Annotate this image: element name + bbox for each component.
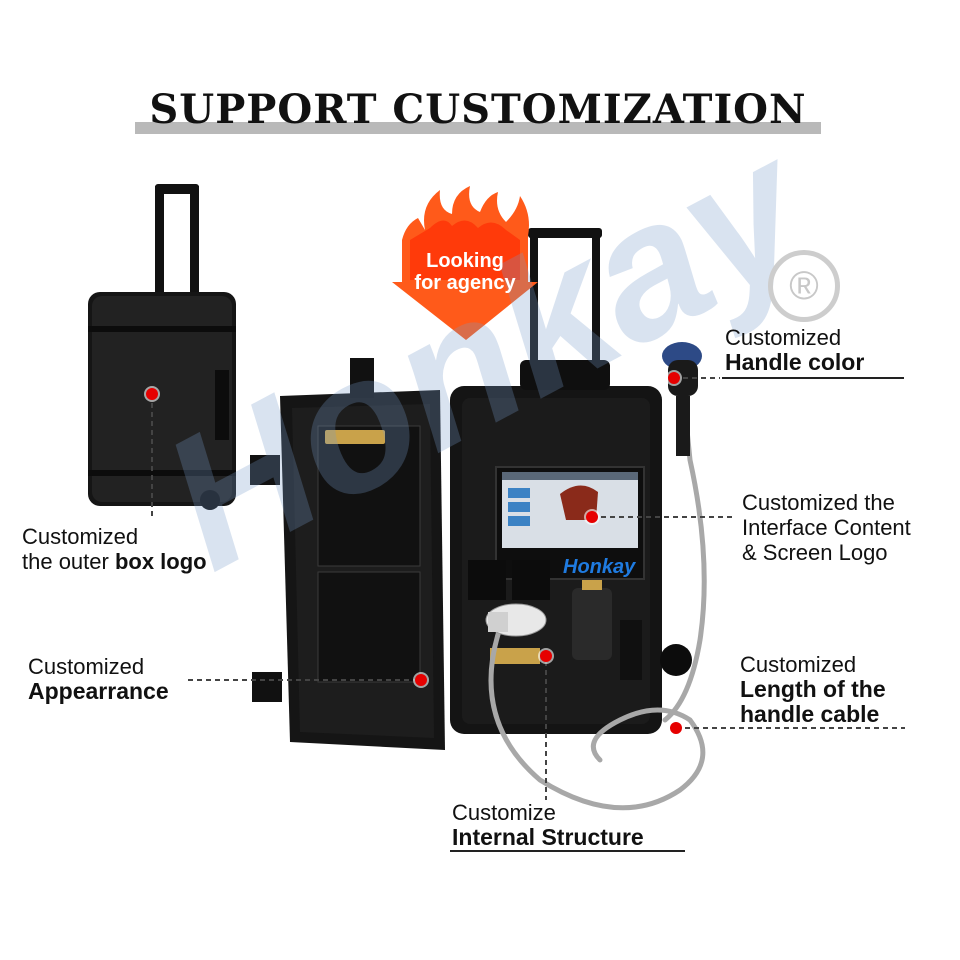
title-underline-bar [135, 122, 821, 134]
marker-appearance [415, 674, 427, 686]
label-interface-line1: Customized the [742, 490, 895, 515]
label-appearance-line1: Customized [28, 654, 145, 679]
label-handle-color-line1: Customized [725, 325, 842, 350]
marker-cable [670, 722, 682, 734]
label-interface-line3: & Screen Logo [742, 540, 888, 565]
label-cable-line2: Length of the [740, 676, 886, 702]
label-internal-line2: Internal Structure [452, 824, 644, 850]
label-cable-line3: handle cable [740, 701, 880, 727]
label-internal-line1: Customize [452, 800, 556, 825]
page-title: SUPPORT CUSTOMIZATION [149, 86, 807, 133]
underline-handle-color [722, 377, 904, 379]
screen-logo: Honkay [563, 556, 636, 578]
marker-outer-logo [146, 388, 158, 400]
white-handpiece [485, 603, 547, 637]
leader-lines [151, 377, 905, 800]
label-outer-logo: Customized the outer box logo [22, 524, 207, 574]
registered-trademark-icon: ® [768, 250, 840, 322]
looking-for-agency-badge: Looking for agency [405, 250, 525, 294]
label-appearance-line2: Appearrance [28, 678, 169, 704]
open-case [250, 228, 692, 750]
underline-internal [450, 850, 685, 852]
blue-handpiece [662, 342, 702, 456]
handle-cables [488, 397, 707, 811]
label-cable: Customized Length of the handle cable [740, 652, 886, 727]
label-outer-logo-bold: box logo [114, 549, 207, 574]
closed-case [88, 184, 236, 510]
flame-badge [392, 186, 538, 340]
label-interface-line2: Interface Content [742, 515, 911, 540]
label-outer-logo-prefix: the outer [22, 549, 115, 574]
label-internal: Customize Internal Structure [452, 800, 644, 850]
label-handle-color-line2: Handle color [725, 349, 865, 375]
badge-line-1: Looking [426, 250, 504, 272]
label-handle-color: Customized Handle color [725, 325, 864, 375]
marker-handle-color [668, 372, 680, 384]
badge-line-2: for agency [414, 272, 516, 294]
label-appearance: Customized Appearrance [28, 654, 169, 704]
label-outer-logo-line2: the outer box logo [22, 549, 207, 574]
label-interface: Customized the Interface Content & Scree… [742, 490, 911, 565]
label-outer-logo-line1: Customized [22, 524, 139, 549]
marker-internal [540, 650, 552, 662]
marker-interface [586, 511, 598, 523]
label-cable-line1: Customized [740, 652, 857, 677]
